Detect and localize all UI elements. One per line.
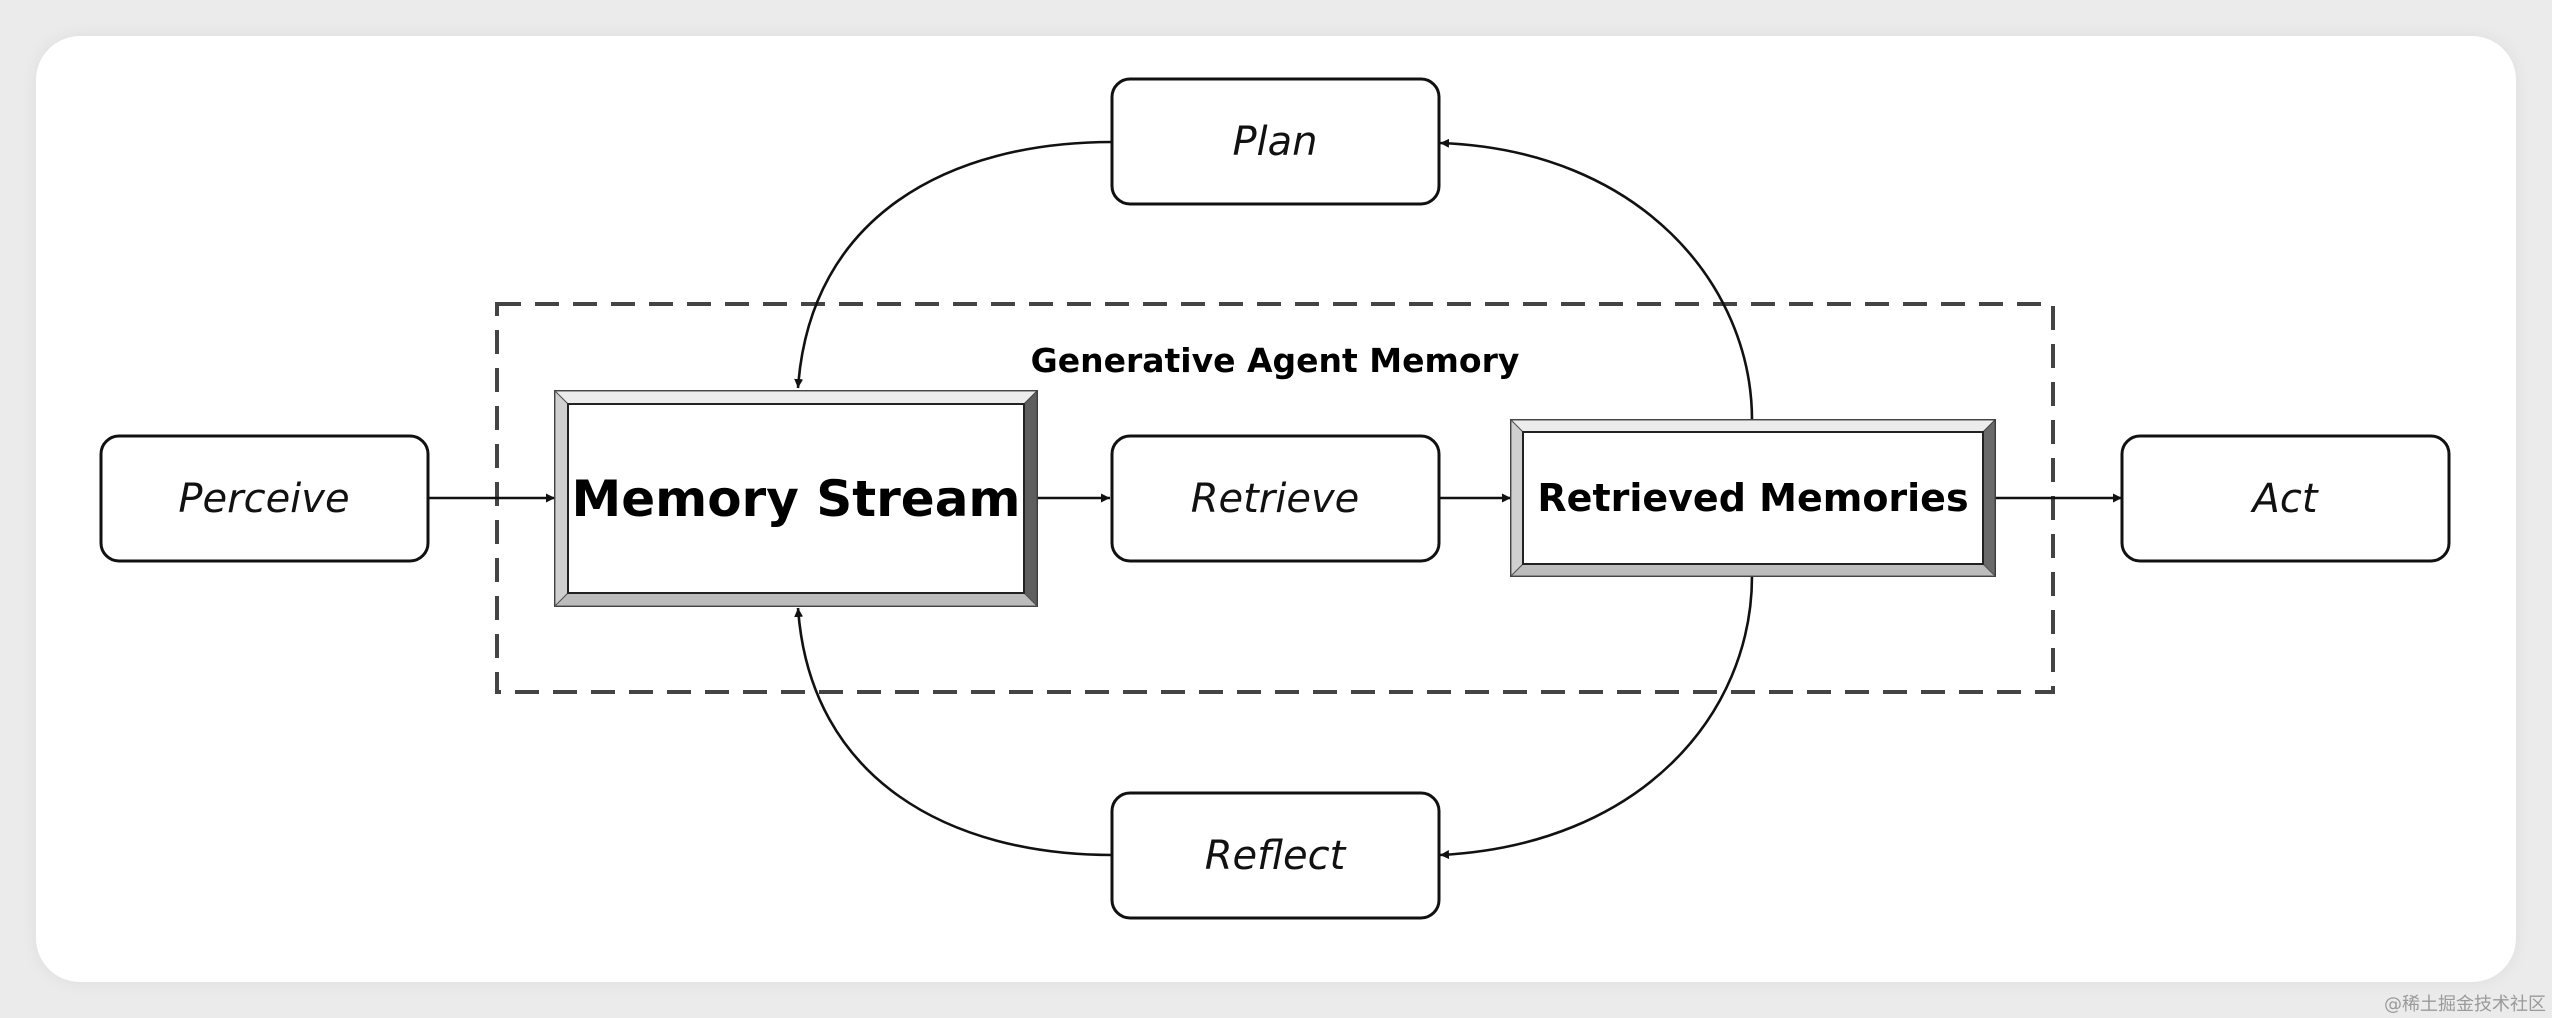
node-reflect: Reflect	[1110, 791, 1441, 920]
node-retrieved-memories: Retrieved Memories	[1509, 418, 1997, 578]
node-retrieve: Retrieve	[1110, 434, 1441, 563]
node-act-label: Act	[2249, 476, 2318, 522]
node-memory-stream: Memory Stream	[553, 389, 1039, 608]
watermark: @稀土掘金技术社区	[2384, 994, 2546, 1015]
edge-retrieved-memories-to-reflect	[1439, 575, 1754, 860]
node-plan: Plan	[1110, 77, 1441, 206]
node-retrieve-label: Retrieve	[1191, 476, 1360, 522]
node-reflect-label: Reflect	[1205, 833, 1347, 879]
node-memory-stream-label: Memory Stream	[571, 470, 1020, 528]
node-perceive: Perceive	[99, 434, 430, 563]
node-retrieved-memories-label: Retrieved Memories	[1537, 476, 1968, 520]
node-plan-label: Plan	[1232, 119, 1317, 165]
edge-reflect-to-memory-stream	[794, 607, 1113, 857]
group-title: Generative Agent Memory	[1031, 341, 1520, 380]
node-perceive-label: Perceive	[178, 476, 349, 522]
edge-plan-to-memory-stream	[794, 140, 1113, 389]
node-act: Act	[2120, 434, 2451, 563]
edge-retrieved-memories-to-plan	[1439, 138, 1754, 421]
